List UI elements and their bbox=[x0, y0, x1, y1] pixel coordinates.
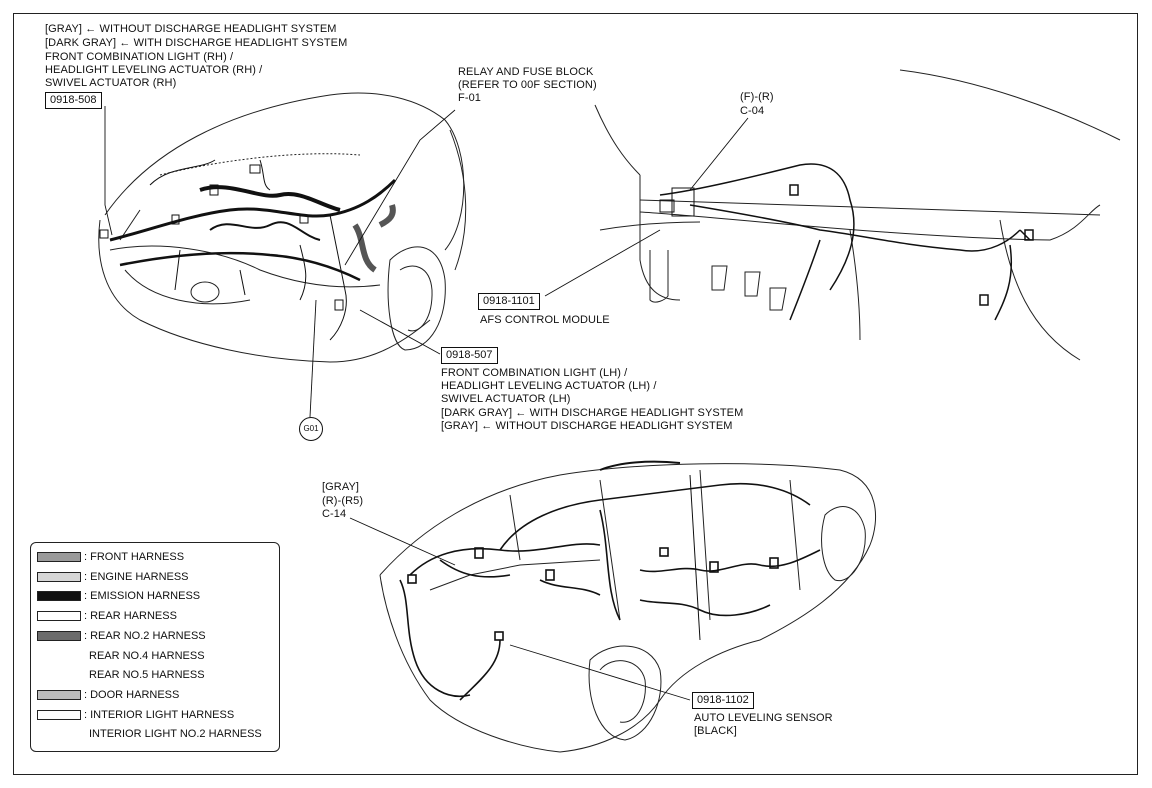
legend-label: INTERIOR LIGHT NO.2 HARNESS bbox=[89, 728, 262, 741]
diagram-frame bbox=[13, 13, 1138, 775]
fr-callout-line1: (F)-(R) bbox=[740, 91, 774, 103]
ground-point-g01: G01 bbox=[299, 417, 323, 441]
c14-callout-line1: [GRAY] bbox=[322, 481, 360, 493]
rh-callout-line4: HEADLIGHT LEVELING ACTUATOR (RH) / bbox=[45, 64, 263, 76]
legend-swatch bbox=[37, 611, 81, 622]
legend-label: : FRONT HARNESS bbox=[84, 551, 185, 563]
rear-interior-illustration bbox=[594, 69, 1121, 361]
front-car-illustration bbox=[98, 92, 467, 363]
lower-harness-bundle bbox=[399, 460, 821, 701]
lh-callout-line5: [GRAY] ← WITHOUT DISCHARGE HEADLIGHT SYS… bbox=[441, 420, 733, 432]
legend-label: REAR NO.4 HARNESS bbox=[89, 649, 205, 662]
legend-swatch bbox=[37, 709, 81, 720]
connector-code-auto-leveling: 0918-1102 bbox=[692, 692, 754, 709]
rear-harness-bundle bbox=[659, 163, 1034, 321]
rh-callout-line2: [DARK GRAY] ← WITH DISCHARGE HEADLIGHT S… bbox=[45, 37, 348, 49]
legend-swatch bbox=[37, 591, 81, 602]
leader-lines bbox=[104, 106, 749, 701]
harness-legend: : FRONT HARNESS : ENGINE HARNESS : EMISSIO… bbox=[30, 542, 280, 752]
lh-callout-line2: HEADLIGHT LEVELING ACTUATOR (LH) / bbox=[441, 380, 657, 392]
legend-row: : FRONT HARNESS bbox=[37, 549, 184, 565]
legend-row: : INTERIOR LIGHT HARNESS bbox=[37, 707, 234, 723]
legend-row: INTERIOR LIGHT NO.2 HARNESS bbox=[37, 726, 262, 742]
legend-swatch bbox=[37, 571, 81, 582]
relay-callout-line2: (REFER TO 00F SECTION) bbox=[458, 79, 597, 91]
auto-leveling-color-label: [BLACK] bbox=[694, 725, 737, 737]
legend-row: : REAR HARNESS bbox=[37, 608, 177, 624]
legend-label: : ENGINE HARNESS bbox=[84, 570, 189, 583]
legend-swatch bbox=[37, 630, 81, 641]
c14-callout-line2: (R)-(R5) bbox=[322, 495, 364, 507]
legend-row: : EMISSION HARNESS bbox=[37, 588, 200, 604]
legend-label: : REAR NO.2 HARNESS bbox=[84, 629, 206, 642]
afs-control-module-label: AFS CONTROL MODULE bbox=[480, 314, 610, 326]
front-harness-bundle bbox=[99, 159, 397, 341]
connector-code-afs: 0918-1101 bbox=[478, 293, 540, 310]
legend-row: : DOOR HARNESS bbox=[37, 687, 179, 703]
fr-callout-line2: C-04 bbox=[740, 105, 765, 117]
legend-row: : ENGINE HARNESS bbox=[37, 569, 189, 585]
lower-car-illustration bbox=[379, 463, 876, 753]
auto-leveling-sensor-label: AUTO LEVELING SENSOR bbox=[694, 712, 833, 724]
connector-code-lh: 0918-507 bbox=[441, 347, 498, 364]
legend-swatch bbox=[37, 689, 81, 700]
legend-label: REAR NO.5 HARNESS bbox=[89, 669, 205, 682]
lh-callout-line3: SWIVEL ACTUATOR (LH) bbox=[441, 393, 571, 405]
connector-code-rh: 0918-508 bbox=[45, 92, 102, 109]
legend-row: REAR NO.4 HARNESS bbox=[37, 648, 205, 664]
legend-label: : EMISSION HARNESS bbox=[84, 590, 201, 603]
legend-row: : REAR NO.2 HARNESS bbox=[37, 628, 206, 644]
rh-callout-line1: [GRAY] ← WITHOUT DISCHARGE HEADLIGHT SYS… bbox=[45, 23, 337, 35]
relay-callout-line3: F-01 bbox=[458, 92, 482, 104]
legend-label: : REAR HARNESS bbox=[84, 610, 177, 623]
relay-callout-line1: RELAY AND FUSE BLOCK bbox=[458, 66, 594, 78]
legend-label: : INTERIOR LIGHT HARNESS bbox=[84, 708, 235, 721]
legend-label: : DOOR HARNESS bbox=[84, 688, 180, 701]
legend-swatch bbox=[37, 552, 81, 563]
legend-row: REAR NO.5 HARNESS bbox=[37, 667, 205, 683]
rh-callout-line3: FRONT COMBINATION LIGHT (RH) / bbox=[45, 51, 234, 63]
c14-callout-line3: C-14 bbox=[322, 508, 347, 520]
lh-callout-line1: FRONT COMBINATION LIGHT (LH) / bbox=[441, 367, 628, 379]
rh-callout-line5: SWIVEL ACTUATOR (RH) bbox=[45, 77, 177, 89]
lh-callout-line4: [DARK GRAY] ← WITH DISCHARGE HEADLIGHT S… bbox=[441, 407, 744, 419]
